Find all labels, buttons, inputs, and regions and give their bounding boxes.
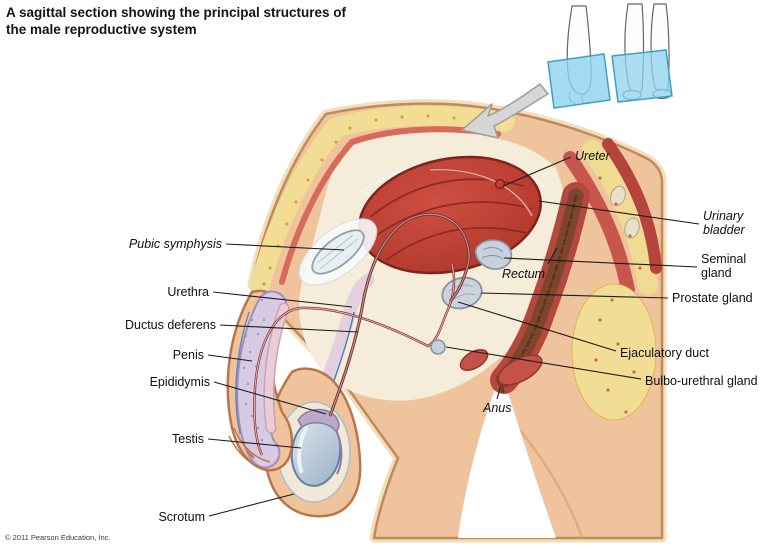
label-anus: Anus [483, 401, 512, 415]
label-urethra: Urethra [167, 285, 209, 299]
urethra-duct-core [253, 263, 455, 456]
seminal-gland-organ [474, 239, 513, 270]
label-penis: Penis [172, 348, 204, 362]
inset-section-plane-right [611, 49, 673, 103]
figure-title-line2: the male reproductive system [6, 22, 197, 37]
bulbo-urethral-gland-organ [430, 339, 446, 355]
fat-speckles-rear [594, 176, 642, 414]
label-ductus-deferens: Ductus deferens [124, 318, 216, 332]
leader-bulbo-urethral-gland [445, 346, 642, 380]
leader-rectum [547, 247, 558, 265]
leader-seminal-gland [503, 257, 698, 268]
ductus-deferens-duct [328, 212, 471, 417]
section-plane-inset [461, 3, 673, 139]
leader-penis [207, 354, 253, 362]
figure-title: A sagittal section showing the principal… [6, 4, 346, 38]
label-prostate-gland: Prostate gland [672, 291, 753, 305]
gluteal-crease [519, 429, 584, 539]
label-epididymis: Epididymis [149, 375, 210, 389]
label-scrotum: Scrotum [158, 510, 205, 524]
label-ureter: Ureter [575, 149, 610, 163]
label-pubic-symphysis: Pubic symphysis [128, 237, 222, 251]
dorsal-vein [235, 311, 250, 435]
leader-lines [207, 156, 700, 517]
leader-scrotum [208, 493, 295, 517]
label-ejaculatory-duct: Ejaculatory duct [620, 346, 709, 360]
label-seminal-gland: Seminal gland [701, 252, 747, 280]
perineal-gap [458, 386, 556, 538]
copyright-text: © 2011 Pearson Education, Inc. [5, 533, 111, 542]
label-bulbo-urethral-gland: Bulbo-urethral gland [645, 374, 758, 388]
leader-urinary-bladder [538, 200, 700, 225]
leader-ureter [502, 156, 572, 187]
abdominal-wall [250, 105, 515, 296]
erectile-tissue-speckles [242, 298, 266, 442]
leader-ductus-deferens [219, 324, 359, 333]
leader-testis [207, 438, 302, 449]
epididymis-organ [297, 408, 343, 475]
label-urinary-bladder: Urinary bladder [703, 209, 745, 237]
figure-title-line1: A sagittal section showing the principal… [6, 5, 347, 20]
pelvic-floor-muscle [459, 349, 543, 386]
leader-prostate-gland [480, 292, 669, 299]
ureter-tube [429, 167, 534, 217]
pubic-symphysis-organ [298, 218, 378, 286]
label-testis: Testis [172, 432, 204, 446]
leader-epididymis [213, 381, 327, 415]
prepuce-folds [228, 427, 271, 471]
inset-section-plane-left [547, 53, 611, 109]
label-rectum: Rectum [502, 267, 546, 281]
leader-anus [496, 387, 501, 400]
penis-organ [226, 289, 294, 472]
leader-ejaculatory-duct [457, 301, 617, 352]
fat-speckles-front [262, 114, 482, 286]
leader-urethra [212, 291, 353, 308]
inset-arrow-icon [461, 83, 549, 139]
leader-pubic-symphysis [225, 243, 345, 251]
